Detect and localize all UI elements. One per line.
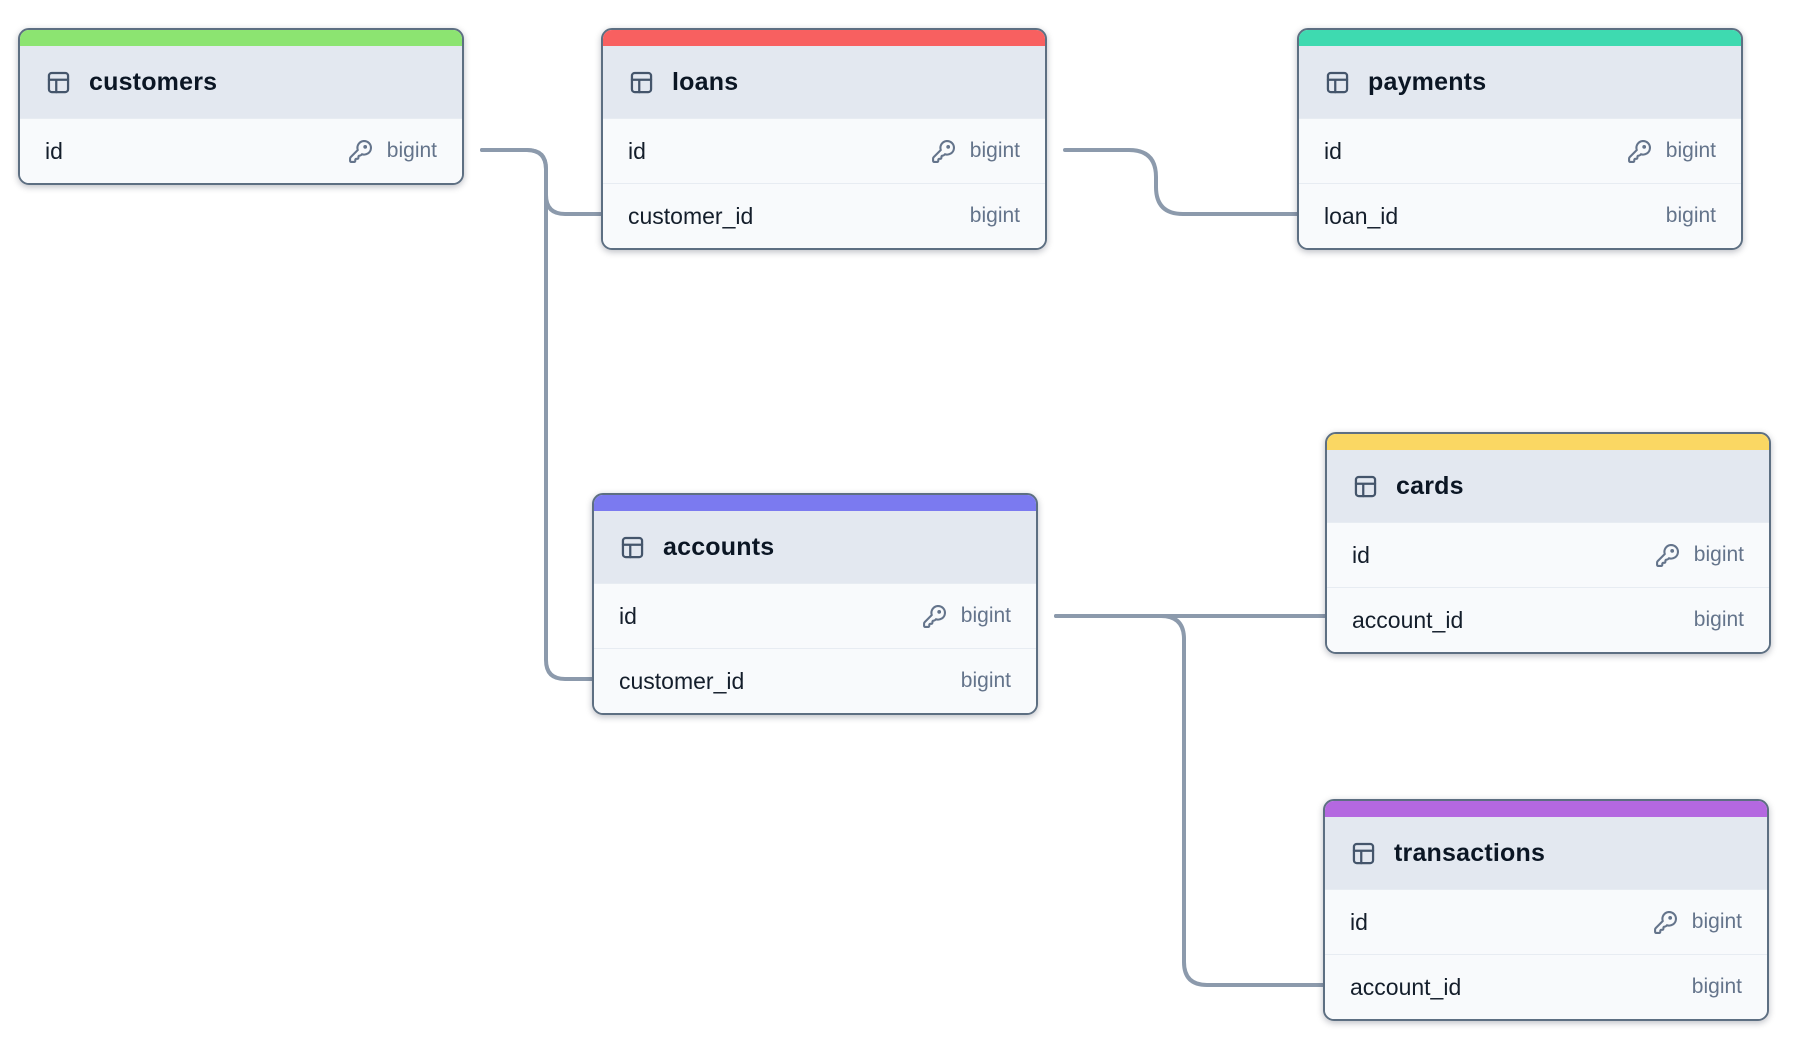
- field-name: id: [628, 137, 646, 164]
- table-icon: [1350, 840, 1377, 867]
- edge-customers-loans[interactable]: [480, 148, 604, 216]
- field-row-id[interactable]: id bigint: [603, 118, 1045, 183]
- field-row-customer-id[interactable]: customer_id bigint: [603, 183, 1045, 248]
- table-customers[interactable]: customers id bigint: [18, 28, 464, 185]
- edge-accounts-transactions[interactable]: [1054, 614, 1325, 987]
- table-color-bar: [20, 30, 462, 46]
- field-row-id[interactable]: id bigint: [594, 583, 1036, 648]
- edge-loans-payments[interactable]: [1063, 148, 1299, 216]
- field-name: id: [45, 137, 63, 164]
- primary-key-icon: [1655, 543, 1680, 568]
- table-loans[interactable]: loans id bigint customer_id bigint: [601, 28, 1047, 250]
- field-name: account_id: [1352, 606, 1464, 633]
- field-row-id[interactable]: id bigint: [1327, 522, 1769, 587]
- table-payments[interactable]: payments id bigint loan_id bigint: [1297, 28, 1743, 250]
- field-row-id[interactable]: id bigint: [1299, 118, 1741, 183]
- table-header[interactable]: loans: [603, 46, 1045, 118]
- field-type: bigint: [960, 669, 1011, 692]
- table-color-bar: [1327, 434, 1769, 450]
- table-header[interactable]: customers: [20, 46, 462, 118]
- field-type: bigint: [1691, 910, 1742, 933]
- field-type: bigint: [1693, 608, 1744, 631]
- field-row-id[interactable]: id bigint: [20, 118, 462, 183]
- field-type: bigint: [386, 139, 437, 162]
- field-name: id: [1350, 908, 1368, 935]
- field-name: account_id: [1350, 973, 1462, 1000]
- table-color-bar: [603, 30, 1045, 46]
- table-header[interactable]: accounts: [594, 511, 1036, 583]
- field-name: customer_id: [619, 667, 745, 694]
- field-name: id: [1324, 137, 1342, 164]
- table-transactions[interactable]: transactions id bigint account_id bigint: [1323, 799, 1769, 1021]
- primary-key-icon: [1653, 910, 1678, 935]
- edge-customers-accounts[interactable]: [480, 148, 594, 681]
- field-row-loan-id[interactable]: loan_id bigint: [1299, 183, 1741, 248]
- field-type: bigint: [1665, 204, 1716, 227]
- table-name: payments: [1368, 67, 1487, 96]
- field-type: bigint: [960, 604, 1011, 627]
- table-icon: [619, 534, 646, 561]
- table-icon: [1324, 69, 1351, 96]
- table-icon: [1352, 473, 1379, 500]
- table-header[interactable]: payments: [1299, 46, 1741, 118]
- primary-key-icon: [922, 604, 947, 629]
- field-row-account-id[interactable]: account_id bigint: [1325, 954, 1767, 1019]
- field-name: customer_id: [628, 202, 754, 229]
- field-type: bigint: [1693, 543, 1744, 566]
- field-row-account-id[interactable]: account_id bigint: [1327, 587, 1769, 652]
- table-icon: [45, 69, 72, 96]
- table-color-bar: [1299, 30, 1741, 46]
- field-type: bigint: [1665, 139, 1716, 162]
- field-name: id: [619, 602, 637, 629]
- table-accounts[interactable]: accounts id bigint customer_id bigint: [592, 493, 1038, 715]
- primary-key-icon: [931, 139, 956, 164]
- primary-key-icon: [1627, 139, 1652, 164]
- table-cards[interactable]: cards id bigint account_id bigint: [1325, 432, 1771, 654]
- table-name: cards: [1396, 471, 1464, 500]
- field-type: bigint: [969, 204, 1020, 227]
- table-name: loans: [672, 67, 739, 96]
- table-name: customers: [89, 67, 218, 96]
- table-color-bar: [594, 495, 1036, 511]
- field-row-customer-id[interactable]: customer_id bigint: [594, 648, 1036, 713]
- table-name: transactions: [1394, 838, 1546, 867]
- field-type: bigint: [1691, 975, 1742, 998]
- table-icon: [628, 69, 655, 96]
- primary-key-icon: [348, 139, 373, 164]
- field-type: bigint: [969, 139, 1020, 162]
- field-row-id[interactable]: id bigint: [1325, 889, 1767, 954]
- field-name: id: [1352, 541, 1370, 568]
- table-color-bar: [1325, 801, 1767, 817]
- table-header[interactable]: transactions: [1325, 817, 1767, 889]
- field-name: loan_id: [1324, 202, 1399, 229]
- table-header[interactable]: cards: [1327, 450, 1769, 522]
- table-name: accounts: [663, 532, 775, 561]
